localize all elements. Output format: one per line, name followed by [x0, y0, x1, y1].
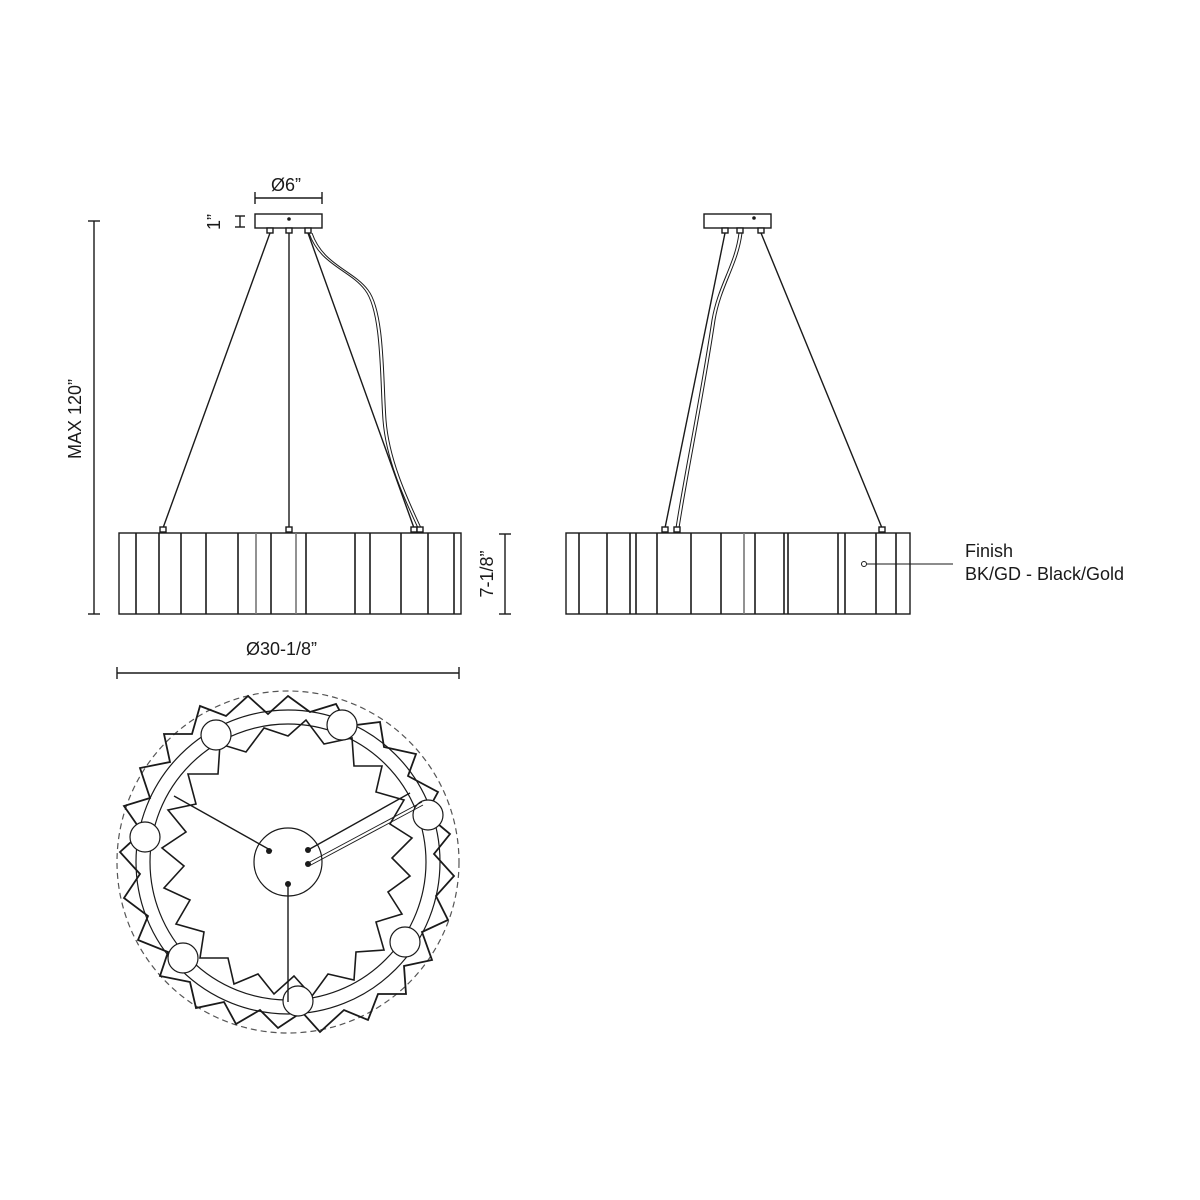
max-height-dimension-line [88, 220, 100, 615]
shade-diameter-label: Ø30-1/8” [246, 639, 318, 659]
light-ring-outer [135, 709, 441, 1015]
max-height-label: MAX 120” [65, 378, 85, 460]
light-bulbs [129, 709, 444, 1017]
shade-outline-dashed [116, 690, 460, 1034]
suspension-cable [760, 232, 883, 529]
finish-callout: Finish BK/GD - Black/Gold [965, 540, 1124, 586]
canopy [703, 213, 772, 229]
zigzag-shade-outer [118, 694, 456, 1034]
canopy-height-dimension-line [235, 215, 245, 228]
shade-diameter-dimension-line [116, 667, 460, 679]
shade [565, 532, 911, 615]
side-elevation [565, 213, 953, 615]
power-cord [308, 232, 419, 529]
shade-height-dimension-line [499, 533, 511, 615]
shade-panel-lines [578, 533, 897, 614]
shade-panel-lines [135, 533, 455, 614]
finish-callout-marker [861, 561, 867, 567]
zigzag-shade-inner [160, 718, 414, 998]
suspension-cable [162, 232, 271, 529]
canopy [254, 213, 323, 229]
power-cord [675, 232, 740, 529]
suspension-cable [307, 232, 415, 529]
canopy-height-label: 1” [204, 214, 224, 231]
finish-title: Finish [965, 541, 1014, 561]
suspension-cable [664, 232, 726, 529]
shade-height-label: 7-1/8” [477, 550, 497, 598]
plan-view [116, 690, 460, 1034]
shade [118, 532, 462, 615]
finish-option: BK/GD - Black/Gold [965, 564, 1125, 584]
front-elevation [88, 192, 511, 679]
canopy-diameter-label: Ø6” [271, 175, 302, 195]
canopy-diameter-dimension-line [254, 192, 323, 204]
